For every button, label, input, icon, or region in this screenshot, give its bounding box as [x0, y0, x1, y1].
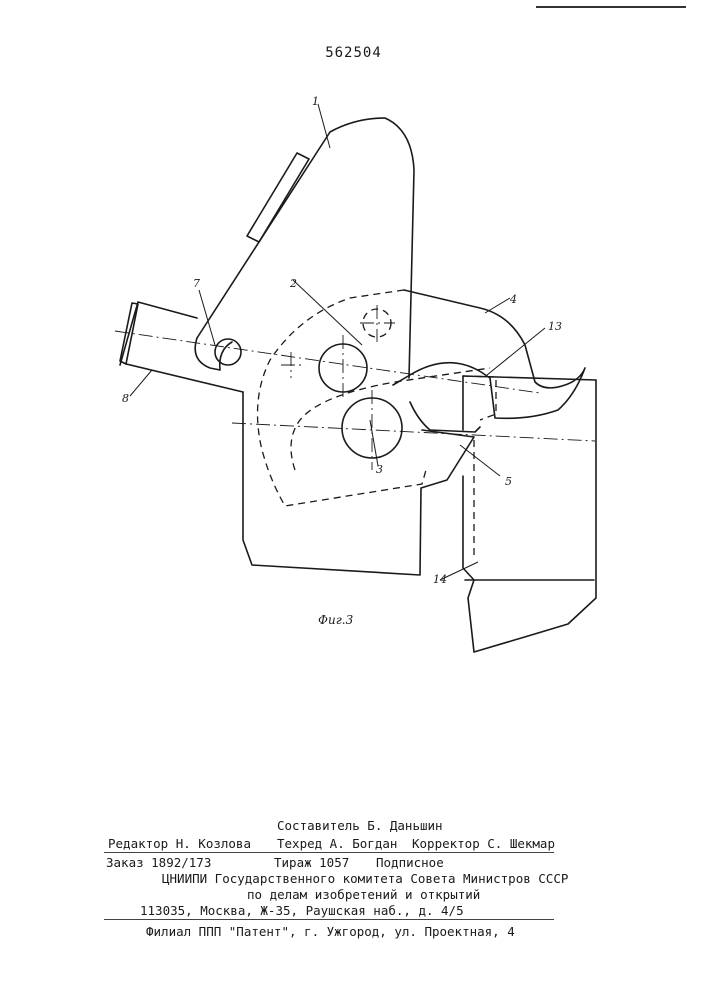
leader-5 — [460, 445, 500, 476]
axis-line-upper — [115, 331, 540, 393]
imprint-compiler: Составитель Б. Даньшин — [277, 818, 443, 833]
dashed-cam-outline — [258, 290, 427, 506]
part-7-pin — [215, 339, 241, 365]
label-3: 3 — [376, 463, 383, 476]
imprint-editor: Редактор Н. Козлова — [108, 836, 251, 851]
part-5-pawl — [410, 402, 480, 432]
label-8: 8 — [122, 392, 129, 405]
imprint-circulation: Тираж 1057 — [274, 855, 349, 870]
part-8-rod — [120, 302, 243, 392]
label-13: 13 — [548, 320, 562, 333]
label-4: 4 — [509, 293, 517, 306]
label-2: 2 — [289, 277, 297, 290]
lever-plate — [247, 153, 309, 242]
imprint-rule-2 — [104, 919, 554, 920]
label-14: 14 — [433, 573, 447, 586]
imprint-subscription: Подписное — [376, 855, 444, 870]
leader-3 — [370, 420, 378, 466]
imprint-techred: Техред А. Богдан — [277, 836, 397, 851]
imprint-corrector: Корректор С. Шекмар — [412, 836, 555, 851]
part-4-hook — [393, 290, 585, 418]
label-1: 1 — [312, 95, 319, 108]
imprint-branch: Филиал ППП "Патент", г. Ужгород, ул. Про… — [146, 924, 515, 939]
leader-4 — [485, 298, 510, 313]
imprint-rule-1 — [104, 852, 554, 853]
label-5: 5 — [505, 475, 512, 488]
imprint-institute-line2: по делам изобретений и открытий — [247, 887, 480, 902]
leader-13 — [487, 328, 545, 375]
dashed-cam-inner — [291, 368, 490, 470]
leader-8 — [130, 370, 152, 396]
housing-body — [243, 392, 474, 575]
imprint-order: Заказ 1892/173 — [106, 855, 211, 870]
imprint-address: 113035, Москва, Ж-35, Раушская наб., д. … — [140, 903, 464, 918]
leader-2 — [293, 280, 362, 345]
axis-line-lower — [232, 423, 595, 441]
figure-caption: Фиг.3 — [318, 613, 354, 627]
leader-7 — [199, 290, 215, 345]
label-7: 7 — [193, 277, 200, 290]
imprint-institute-line1: ЦНИИПИ Государственного комитета Совета … — [162, 871, 568, 886]
column-cap — [463, 376, 596, 380]
